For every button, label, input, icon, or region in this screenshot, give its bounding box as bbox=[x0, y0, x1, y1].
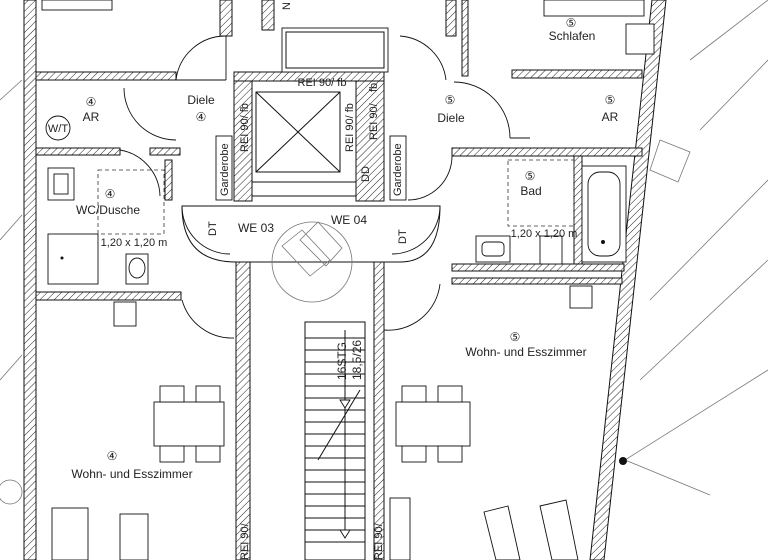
room-schlafen-5-name: Schlafen bbox=[549, 29, 596, 43]
unit-label-we04: WE 04 bbox=[331, 213, 367, 227]
wc-fixtures bbox=[45, 115, 165, 285]
doors bbox=[119, 35, 530, 339]
garderobe-label-left: Garderobe bbox=[219, 143, 231, 196]
fire-rating-shaft: REI 90/ fb bbox=[344, 103, 356, 152]
door-label-dt-right: DT bbox=[397, 229, 409, 244]
room-diele-5-name: Diele bbox=[437, 111, 465, 125]
room-diele-5-num: ⑤ bbox=[445, 93, 456, 107]
garderobe-label-right: Garderobe bbox=[392, 143, 404, 196]
room-bad-5-size: 1,20 x 1,20 m bbox=[511, 228, 578, 240]
room-ar-5-num: ⑤ bbox=[605, 93, 616, 107]
stair-dimension-label: 18,5/26 bbox=[350, 340, 364, 380]
room-wohn-4-name: Wohn- und Esszimmer bbox=[71, 467, 192, 481]
garderobe bbox=[215, 135, 407, 201]
elevator bbox=[251, 27, 389, 197]
room-wc-4-name: WC/Dusche bbox=[76, 203, 140, 217]
room-ar-4-num: ④ bbox=[86, 95, 97, 109]
stair-steps-label: 16STG bbox=[335, 342, 349, 380]
room-ar-4-name: AR bbox=[83, 110, 100, 124]
room-wc-4-num: ④ bbox=[105, 187, 116, 201]
room-diele-4-name: Diele bbox=[187, 93, 215, 107]
room-wc-4-size: 1,20 x 1,20 m bbox=[101, 237, 168, 249]
fire-rating-right-fb: fb bbox=[368, 83, 380, 92]
room-schlafen-5-num: ⑤ bbox=[566, 16, 577, 30]
fire-rating-bottom-left: REI 90/ bbox=[239, 522, 251, 560]
room-wohn-4-num: ④ bbox=[107, 449, 118, 463]
stairwell bbox=[304, 321, 366, 560]
room-bad-5-name: Bad bbox=[520, 184, 541, 198]
fire-rating-top: REI 90/ fb bbox=[298, 77, 347, 89]
hallway bbox=[181, 205, 441, 303]
top-label-n: N bbox=[281, 2, 293, 10]
room-diele-4-num: ④ bbox=[196, 110, 207, 124]
bath-fixtures bbox=[475, 0, 655, 309]
unit-label-we03: WE 03 bbox=[238, 221, 274, 235]
fire-rating-right: REI 90/ bbox=[368, 102, 380, 140]
room-wohn-5-num: ⑤ bbox=[510, 330, 521, 344]
fire-rating-left: REI 90/ fb bbox=[239, 103, 251, 152]
room-ar-5-name: AR bbox=[602, 110, 619, 124]
room-labels: ④ AR Diele ④ ④ WC/Dusche 1,20 x 1,20 m ④… bbox=[71, 16, 618, 481]
door-label-dt-left: DT bbox=[207, 221, 219, 236]
plan-annotations: WE 03 WE 04 DT DT DD Garderobe Garderobe… bbox=[48, 2, 409, 560]
walls bbox=[23, 0, 643, 560]
furniture bbox=[41, 0, 579, 560]
door-label-dd: DD bbox=[360, 166, 372, 182]
washer-dryer-label: W/T bbox=[48, 123, 68, 135]
room-bad-5-num: ⑤ bbox=[525, 169, 536, 183]
fire-rating-bottom-right: REI 90/ bbox=[373, 522, 385, 560]
room-wohn-5-name: Wohn- und Esszimmer bbox=[465, 345, 586, 359]
